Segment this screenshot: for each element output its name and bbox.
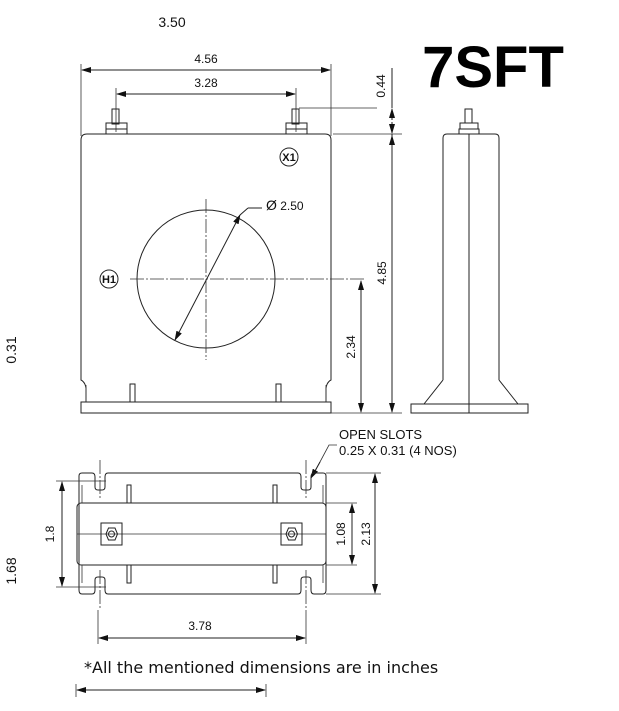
dimension-center-height: 2.34	[344, 335, 358, 359]
base-view: OPEN SLOTS 0.25 X 0.31 (4 NOS)	[43, 427, 457, 644]
terminal-nut-left	[100, 522, 123, 546]
dimension-overall-width: 4.56	[194, 52, 218, 66]
dimension-terminal-spacing: 3.28	[194, 76, 218, 90]
svg-text:H1: H1	[102, 274, 116, 286]
model-title: 7SFT	[422, 35, 564, 100]
terminal-left	[105, 108, 128, 135]
footnote: *All the mentioned dimensions are in inc…	[84, 658, 438, 677]
terminal-label-h1: H1	[99, 269, 119, 289]
terminal-label-x1: X1	[279, 147, 299, 167]
terminal-right	[285, 108, 308, 135]
dimension-slot-depth: 1.8	[43, 525, 57, 542]
dimension-window-diameter: Ø 2.50	[266, 197, 304, 213]
front-view: 4.56 3.28 0.44	[80, 52, 402, 414]
dimension-terminal-height: 0.44	[374, 74, 388, 98]
clipped-dimension-left-lower: 1.68	[3, 557, 19, 584]
slot-note-line2: 0.25 X 0.31 (4 NOS)	[339, 443, 457, 458]
svg-text:X1: X1	[282, 152, 295, 164]
terminal-nut-right	[280, 522, 303, 546]
dimension-overall-height: 4.85	[375, 261, 389, 285]
clipped-dimension-top: 3.50	[158, 14, 185, 30]
slot-note-line1: OPEN SLOTS	[339, 427, 422, 442]
dimension-overall-depth: 2.13	[359, 522, 373, 546]
dimension-inner-depth: 1.08	[334, 522, 348, 546]
clipped-dimension-left-upper: 0.31	[3, 336, 19, 363]
side-view	[410, 108, 529, 414]
dimension-slot-spacing: 3.78	[188, 619, 212, 633]
